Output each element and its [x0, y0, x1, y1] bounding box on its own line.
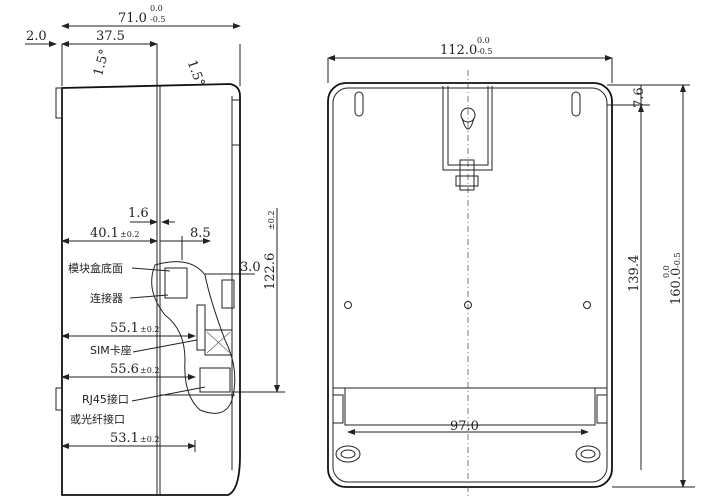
front-width-dim: 112.0 [440, 43, 477, 58]
terminal-side-right [596, 394, 608, 424]
width-dim-71: 71.0 [118, 11, 147, 26]
side-body-outline [61, 83, 241, 496]
label-rj45-line1: RJ45接口 [82, 393, 129, 406]
slot-top-right [571, 91, 581, 117]
height-tol: ±0.2 [267, 211, 276, 230]
module-part-mid [204, 329, 233, 356]
sim-socket-part [196, 304, 206, 351]
front-width-tol-upper: 0.0 [477, 36, 490, 45]
keyhole [460, 107, 476, 123]
bottom-hole-span: 97.0 [450, 419, 479, 434]
dim-40-1: 40.1 [90, 226, 119, 241]
bottom-hole-right [575, 445, 601, 463]
side-wall-ribs [232, 99, 240, 146]
hole-left [344, 301, 352, 309]
side-tab-top [55, 87, 63, 119]
height-dim-122-6: 122.6 [263, 253, 278, 290]
leader-line [132, 339, 198, 353]
dim-53-1: 53.1 [110, 431, 139, 446]
leader-line [131, 386, 206, 402]
label-module-box-bottom: 模块盒底面 [68, 261, 123, 275]
top-offset-dim: 7.6 [632, 87, 647, 108]
mount-bracket-inner [447, 86, 489, 166]
front-body-inner-outline [332, 87, 608, 483]
label-sim-socket: SIM卡座 [90, 343, 132, 357]
label-rj45-line2: 或光纤接口 [70, 412, 125, 426]
terminal-cover [333, 387, 607, 426]
connector-part [164, 267, 188, 299]
front-height-tol-lower: -0.5 [673, 253, 682, 268]
bottom-hole-left [335, 445, 361, 463]
hole-right [583, 301, 591, 309]
width-tol-lower: -0.5 [150, 15, 165, 24]
module-detail-outline [151, 261, 236, 414]
bottom-hole-right-inner [580, 449, 596, 459]
dim-55-1: 55.1 [110, 321, 139, 336]
dim-1-6: 1.6 [128, 206, 149, 221]
module-part-cross [206, 331, 231, 354]
label-connector: 连接器 [90, 292, 123, 305]
module-part-top [221, 279, 235, 309]
bracket-latch [459, 159, 475, 191]
rj45-port-part [199, 367, 231, 393]
bottom-hole-left-inner [340, 449, 356, 459]
dim-55-1-tol: ±0.2 [140, 325, 159, 334]
dim-53-1-tol: ±0.2 [140, 435, 159, 444]
dim-3-0: 3.0 [240, 260, 261, 275]
side-view: 71.0 0.0 -0.5 2.0 37.5 1.5° 1.5° 1.6 40.… [25, 4, 285, 496]
hole-span-dim: 139.4 [627, 255, 642, 292]
dim-55-6: 55.6 [110, 362, 139, 377]
side-tab-bottom [55, 387, 63, 411]
draft-angle-left: 1.5° [91, 48, 113, 78]
hole-center [464, 301, 472, 309]
mount-bracket [442, 86, 493, 171]
offset-dim: 2.0 [26, 29, 47, 44]
dim-40-1-tol: ±0.2 [120, 230, 139, 239]
dim-55-6-tol: ±0.2 [140, 366, 159, 375]
front-height-tol-upper: 0.0 [662, 265, 671, 278]
front-height-dim: 160.0 [669, 268, 684, 305]
front-body-outline [327, 82, 613, 488]
terminal-side-left [332, 394, 344, 424]
half-dim: 37.5 [96, 29, 125, 44]
leader-line [131, 267, 171, 272]
front-width-tol-lower: -0.5 [477, 47, 492, 56]
bracket-latch-tab [455, 175, 479, 187]
slot-top-left [354, 91, 364, 117]
leader-line [129, 294, 169, 299]
keyhole-slot [461, 117, 475, 130]
dim-8-5: 8.5 [190, 226, 211, 241]
width-tol-upper: 0.0 [150, 4, 163, 13]
front-view: 97.0 112.0 0.0 -0.5 7.6 139.4 160.0 0.0 … [327, 36, 695, 497]
